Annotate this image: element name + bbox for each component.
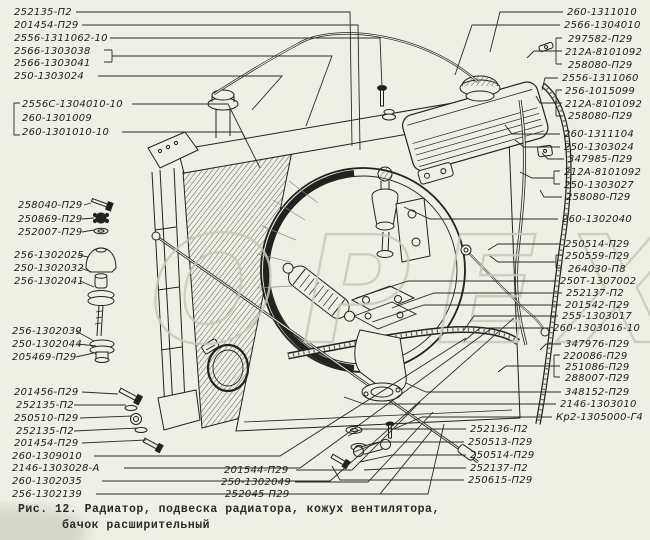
part-number-label: 2566-1303041	[14, 58, 91, 69]
part-number-label: 258080-П29	[568, 60, 633, 71]
part-number-label: 252137-П2	[470, 463, 528, 474]
part-number-label: 250514-П29	[470, 450, 535, 461]
part-number-label: 2556С-1304010-10	[22, 99, 123, 110]
part-number-label: 260-1302040	[562, 214, 632, 225]
part-number-label: 2566-1304010	[564, 20, 641, 31]
part-number-label: 250559-П29	[565, 251, 630, 262]
part-number-label: 252007-П29	[18, 227, 83, 238]
watermark-text: ОРЕХ	[150, 205, 650, 377]
part-number-label: 258080-П29	[566, 192, 631, 203]
part-number-label: 256-1302041	[14, 276, 84, 287]
cylinder-part	[282, 262, 356, 322]
part-number-label: 250869-П29	[18, 214, 83, 225]
part-number-label: 212А-8101092	[565, 47, 643, 58]
fastener-top	[377, 41, 554, 121]
part-number-label: 250513-П29	[468, 437, 533, 448]
part-number-label: 201542-П29	[565, 300, 630, 311]
part-number-label: 260-1311010	[567, 7, 637, 18]
part-number-label: 260-1302035	[12, 476, 82, 487]
part-number-label: 2146-1303028-А	[12, 463, 100, 474]
part-number-label: 251086-П29	[565, 362, 630, 373]
part-number-label: 297582-П29	[568, 34, 633, 45]
part-number-label: 256-1302139	[12, 489, 82, 500]
lower-hose	[287, 326, 521, 360]
part-number-label: 347976-П29	[565, 339, 630, 350]
part-number-label: 2556-1311060	[562, 73, 639, 84]
part-number-label: 250-1303027	[564, 180, 634, 191]
part-number-label: 260-1301009	[22, 113, 92, 124]
part-number-label: 348152-П29	[565, 387, 630, 398]
part-number-label: 212А-8101092	[565, 99, 643, 110]
part-number-label: 252135-П2	[14, 7, 72, 18]
part-number-label: 264030-П8	[568, 264, 626, 275]
part-number-label: 258040-П29	[18, 200, 83, 211]
part-number-label: 260-1301010-10	[22, 127, 110, 138]
fastener-cluster-left	[118, 387, 164, 454]
part-number-label: 250-1303024	[14, 71, 84, 82]
valve-assembly	[371, 166, 431, 263]
part-number-label: 201456-П29	[14, 387, 79, 398]
part-number-label: 201454-П29	[14, 438, 79, 449]
diagram-artwork	[85, 32, 572, 470]
outlet-housing	[354, 329, 407, 402]
part-number-label: 256-1302039	[12, 326, 82, 337]
part-number-label: 288007-П29	[565, 373, 630, 384]
part-number-label: Кр2-1305000-Г4	[556, 412, 643, 423]
part-number-label: 2146-1303010	[560, 399, 637, 410]
part-number-label: 256-1015099	[565, 86, 635, 97]
part-number-label: 2556-1311062-10	[14, 33, 108, 44]
part-number-label: 252045-П29	[225, 489, 290, 500]
part-number-label: 212А-8101092	[564, 167, 642, 178]
part-number-label: 255-1303017	[562, 311, 632, 322]
part-number-label: 252135-П2	[16, 400, 74, 411]
part-number-label: 260-1309010	[12, 451, 82, 462]
figure-caption-line1: Рис. 12. Радиатор, подвеска радиатора, к…	[18, 503, 440, 516]
part-number-label: 201454-П29	[14, 20, 79, 31]
part-number-label: 201544-П29	[224, 465, 289, 476]
scan-shadow	[0, 506, 88, 540]
part-number-label: 252135-П2	[16, 426, 74, 437]
part-number-label: 250Т-1307002	[560, 276, 637, 287]
part-number-label: 250-1302049	[221, 477, 291, 488]
part-number-label: 252136-П2	[470, 424, 528, 435]
expansion-tank	[402, 75, 549, 185]
part-number-label: 260-1311104	[564, 129, 634, 140]
shroud-opening-arc	[262, 170, 355, 371]
part-number-label: 258080-П29	[568, 111, 633, 122]
figure-caption-line2: бачок расширительный	[62, 519, 211, 532]
hose-clamp	[201, 338, 250, 393]
part-number-label: 250-1302032	[14, 263, 84, 274]
part-number-label: 205469-П29	[12, 352, 77, 363]
part-number-label: 250514-П29	[565, 239, 630, 250]
part-number-label: 2566-1303038	[14, 46, 91, 57]
part-number-label: 252137-П2	[566, 288, 624, 299]
part-number-label: 256-1302025	[14, 250, 84, 261]
part-number-label: 250-1302044	[12, 339, 82, 350]
part-number-label: 260-1303016-10	[553, 323, 641, 334]
brace-rod	[151, 231, 479, 464]
leader-lines	[13, 11, 564, 495]
part-number-label: 250510-П29	[14, 413, 79, 424]
part-number-label: 220086-П29	[563, 351, 628, 362]
expansion-tank-cap	[459, 75, 501, 102]
part-number-label: 250615-П29	[468, 475, 533, 486]
part-number-label: 250-1303024	[564, 142, 634, 153]
part-number-label: 347985-П29	[568, 154, 633, 165]
